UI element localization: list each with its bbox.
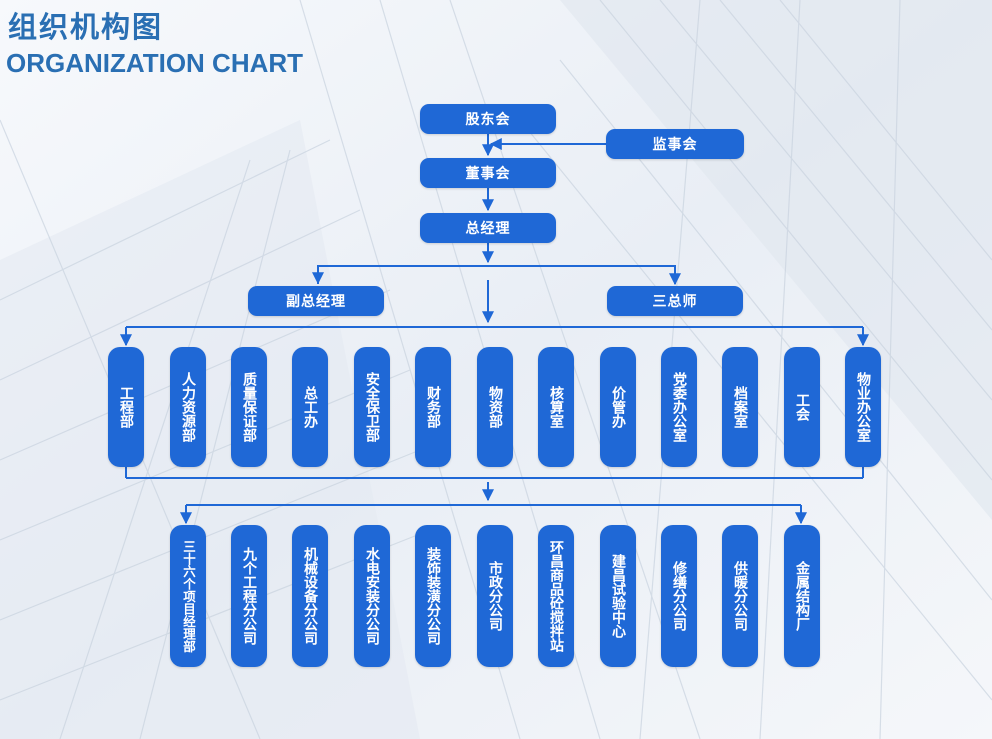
- node-shareholders[interactable]: 股东会: [420, 104, 556, 134]
- dept-label: 总工办: [302, 386, 318, 428]
- dept-quality-assurance[interactable]: 质量保证部: [231, 347, 267, 467]
- dept-chief-engineer-office[interactable]: 总工办: [292, 347, 328, 467]
- sub-label: 修缮分公司: [671, 561, 687, 631]
- dept-label: 财务部: [425, 386, 441, 428]
- sub-metal-structure-plant[interactable]: 金属结构厂: [784, 525, 820, 667]
- dept-label: 工程部: [118, 386, 134, 428]
- node-three-chiefs[interactable]: 三总师: [607, 286, 743, 316]
- dept-label: 人力资源部: [180, 372, 196, 442]
- dept-label: 价管办: [610, 386, 626, 428]
- dept-label: 党委办公室: [671, 372, 687, 442]
- sub-label: 水电安装分公司: [364, 547, 380, 645]
- node-supervisors[interactable]: 监事会: [606, 129, 744, 159]
- sub-label: 三十六个项目经理部: [181, 539, 196, 653]
- dept-label: 安全保卫部: [364, 372, 380, 442]
- sub-label: 九个工程分公司: [241, 547, 257, 645]
- dept-party-office[interactable]: 党委办公室: [661, 347, 697, 467]
- sub-label: 装饰装潢分公司: [425, 547, 441, 645]
- dept-label: 质量保证部: [241, 372, 257, 442]
- sub-repair[interactable]: 修缮分公司: [661, 525, 697, 667]
- dept-human-resources[interactable]: 人力资源部: [170, 347, 206, 467]
- sub-label: 机械设备分公司: [302, 547, 318, 645]
- sub-machinery[interactable]: 机械设备分公司: [292, 525, 328, 667]
- sub-project-departments[interactable]: 三十六个项目经理部: [170, 525, 206, 667]
- dept-trade-union[interactable]: 工会: [784, 347, 820, 467]
- node-general-manager[interactable]: 总经理: [420, 213, 556, 243]
- dept-label: 工会: [794, 393, 810, 421]
- sub-concrete-plant[interactable]: 环昌商品砼搅拌站: [538, 525, 574, 667]
- dept-materials[interactable]: 物资部: [477, 347, 513, 467]
- sub-label: 供暖分公司: [732, 561, 748, 631]
- sub-label: 环昌商品砼搅拌站: [548, 540, 564, 652]
- sub-label: 市政分公司: [487, 561, 503, 631]
- page-title-chinese: 组织机构图: [8, 10, 164, 44]
- dept-property-office[interactable]: 物业办公室: [845, 347, 881, 467]
- dept-engineering[interactable]: 工程部: [108, 347, 144, 467]
- node-vice-general-manager[interactable]: 副总经理: [248, 286, 384, 316]
- dept-archives[interactable]: 档案室: [722, 347, 758, 467]
- dept-label: 物业办公室: [855, 372, 871, 442]
- sub-engineering-branches[interactable]: 九个工程分公司: [231, 525, 267, 667]
- dept-label: 档案室: [732, 386, 748, 428]
- dept-security[interactable]: 安全保卫部: [354, 347, 390, 467]
- node-board[interactable]: 董事会: [420, 158, 556, 188]
- sub-label: 金属结构厂: [794, 561, 810, 631]
- dept-accounting[interactable]: 核算室: [538, 347, 574, 467]
- dept-label: 物资部: [487, 386, 503, 428]
- sub-label: 建昌试验中心: [610, 554, 626, 638]
- dept-price-management[interactable]: 价管办: [600, 347, 636, 467]
- page-title-english: ORGANIZATION CHART: [6, 48, 304, 78]
- sub-decoration[interactable]: 装饰装潢分公司: [415, 525, 451, 667]
- dept-finance[interactable]: 财务部: [415, 347, 451, 467]
- sub-plumbing-electrical[interactable]: 水电安装分公司: [354, 525, 390, 667]
- sub-municipal[interactable]: 市政分公司: [477, 525, 513, 667]
- dept-label: 核算室: [548, 386, 564, 428]
- sub-testing-center[interactable]: 建昌试验中心: [600, 525, 636, 667]
- sub-heating[interactable]: 供暖分公司: [722, 525, 758, 667]
